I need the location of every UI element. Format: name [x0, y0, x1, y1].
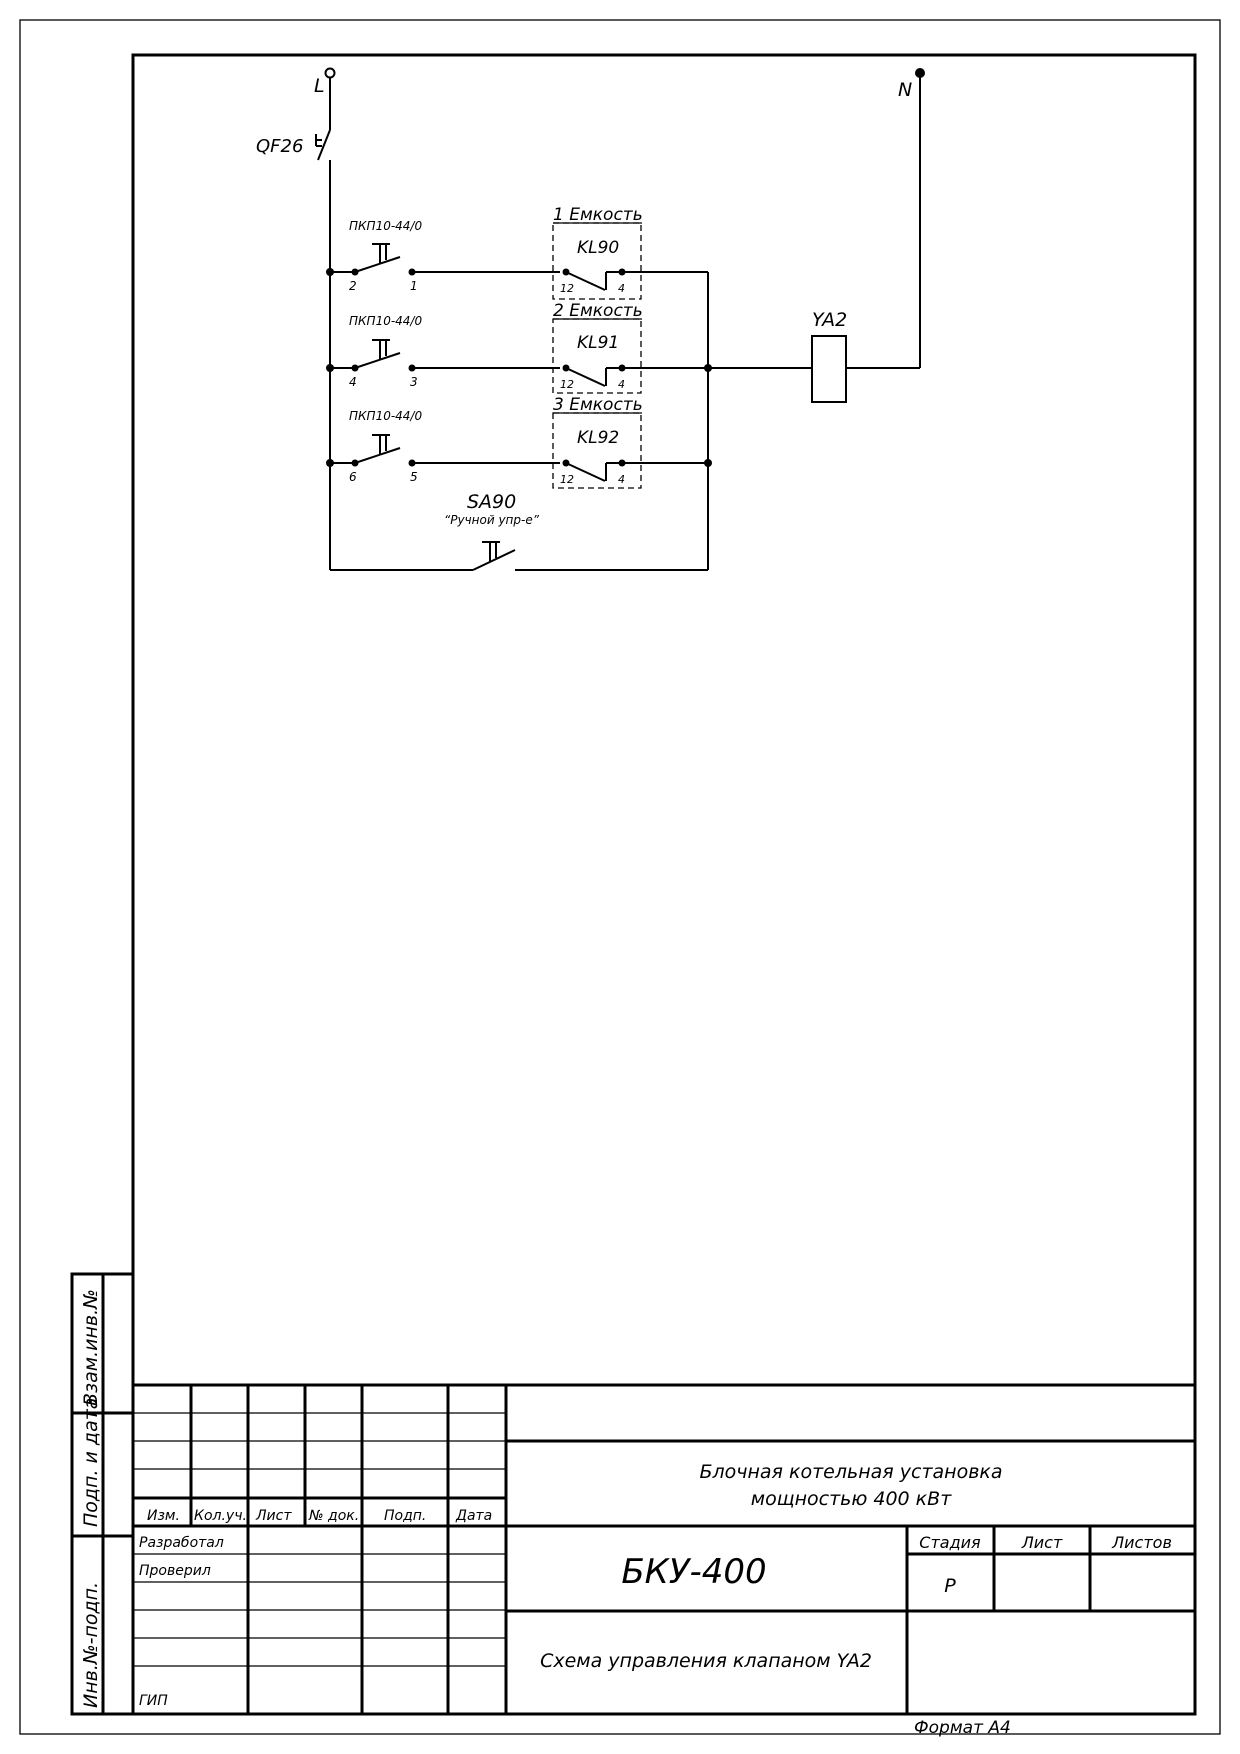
pushbutton-2-type: ПКП10-44/0: [349, 314, 422, 328]
manual-switch-name: SA90: [467, 491, 516, 513]
relay-1-terminal-right: 4: [618, 282, 625, 295]
pushbutton-row-2: ПКП10-44/0 4 3: [330, 314, 560, 389]
neutral-terminal: [915, 68, 925, 78]
relay-2-name: KL91: [577, 333, 619, 353]
breaker-label: QF26: [256, 136, 303, 157]
relay-1-terminal-left: 12: [560, 282, 574, 295]
sheet-trim-border: [19, 19, 1221, 1735]
header-sheet: Лист: [255, 1508, 292, 1524]
relay-2-terminal-left: 12: [560, 378, 574, 391]
relay-1-name: KL90: [577, 238, 619, 258]
project-title-line1: Блочная котельная установка: [699, 1461, 1002, 1483]
sheet-header: Лист: [1021, 1533, 1063, 1552]
pushbutton-2-terminal-right: 3: [410, 375, 418, 389]
pushbutton-1-terminal-right: 1: [410, 279, 418, 293]
header-date: Дата: [455, 1508, 492, 1524]
relay-3-terminal-left: 12: [560, 473, 574, 486]
relay-kl91: 2 Емкость KL91 12 4: [552, 301, 708, 394]
stamp-signature-date: Подп. и дата: [80, 1398, 102, 1527]
relay-1-group: 1 Емкость: [553, 205, 643, 225]
manual-switch-sa90: SA90 “Ручной упр-е”: [330, 491, 708, 571]
header-count: Кол.уч.: [194, 1508, 247, 1524]
side-stamp: Взам.инв.№ Подп. и дата Инв.№-подп.: [70, 1272, 135, 1716]
pushbutton-2-terminal-left: 4: [349, 375, 357, 389]
relay-3-name: KL92: [577, 428, 619, 448]
header-doc-no: № док.: [308, 1508, 359, 1524]
junction-dot: [704, 459, 712, 467]
role-developer: Разработал: [139, 1535, 224, 1551]
header-signature: Подп.: [384, 1508, 426, 1524]
relay-kl90: 1 Емкость KL90 12 4: [552, 205, 708, 300]
valve-coil-ya2: [811, 335, 847, 403]
pushbutton-3-type: ПКП10-44/0: [349, 409, 422, 423]
stamp-original-inv: Инв.№-подп.: [80, 1582, 102, 1708]
drawing-name: Схема управления клапаном YA2: [540, 1650, 872, 1672]
title-block: Изм. Кол.уч. Лист № док. Подп. Дата Разр…: [133, 1383, 1195, 1714]
role-chief-engineer: ГИП: [139, 1693, 168, 1709]
control-circuit: L QF26 ПКП10-44/0 2 1: [256, 67, 925, 571]
stage-header: Стадия: [919, 1533, 981, 1552]
stamp-replacement-inv: Взам.инв.№: [80, 1289, 102, 1406]
breaker-qf26: [315, 129, 331, 170]
manual-switch-caption: “Ручной упр-е”: [444, 513, 540, 527]
neutral-label: N: [898, 79, 912, 101]
pushbutton-3-terminal-right: 5: [410, 470, 418, 484]
pushbutton-row-3: ПКП10-44/0 6 5: [330, 409, 560, 484]
phase-terminal: [324, 67, 336, 79]
relay-3-terminal-right: 4: [618, 473, 625, 486]
phase-label: L: [314, 75, 325, 97]
valve-label: YA2: [812, 309, 847, 331]
relay-2-terminal-right: 4: [618, 378, 625, 391]
pushbutton-1-terminal-left: 2: [349, 279, 357, 293]
project-title-line2: мощностью 400 кВт: [751, 1488, 952, 1510]
format-label: Формат А4: [914, 1718, 1011, 1738]
relay-kl92: 3 Емкость KL92 12 4: [552, 395, 708, 489]
sheets-header: Листов: [1111, 1533, 1172, 1552]
pushbutton-row-1: ПКП10-44/0 2 1: [330, 219, 560, 293]
stage-value: Р: [944, 1575, 956, 1597]
relay-2-group: 2 Емкость: [553, 301, 643, 321]
role-checker: Проверил: [139, 1563, 211, 1579]
pushbutton-1-type: ПКП10-44/0: [349, 219, 422, 233]
pushbutton-3-terminal-left: 6: [349, 470, 357, 484]
relay-3-group: 3 Емкость: [553, 395, 643, 415]
drawing-frame: [131, 53, 1197, 1716]
document-code: БКУ-400: [621, 1552, 766, 1592]
header-change: Изм.: [147, 1508, 180, 1524]
